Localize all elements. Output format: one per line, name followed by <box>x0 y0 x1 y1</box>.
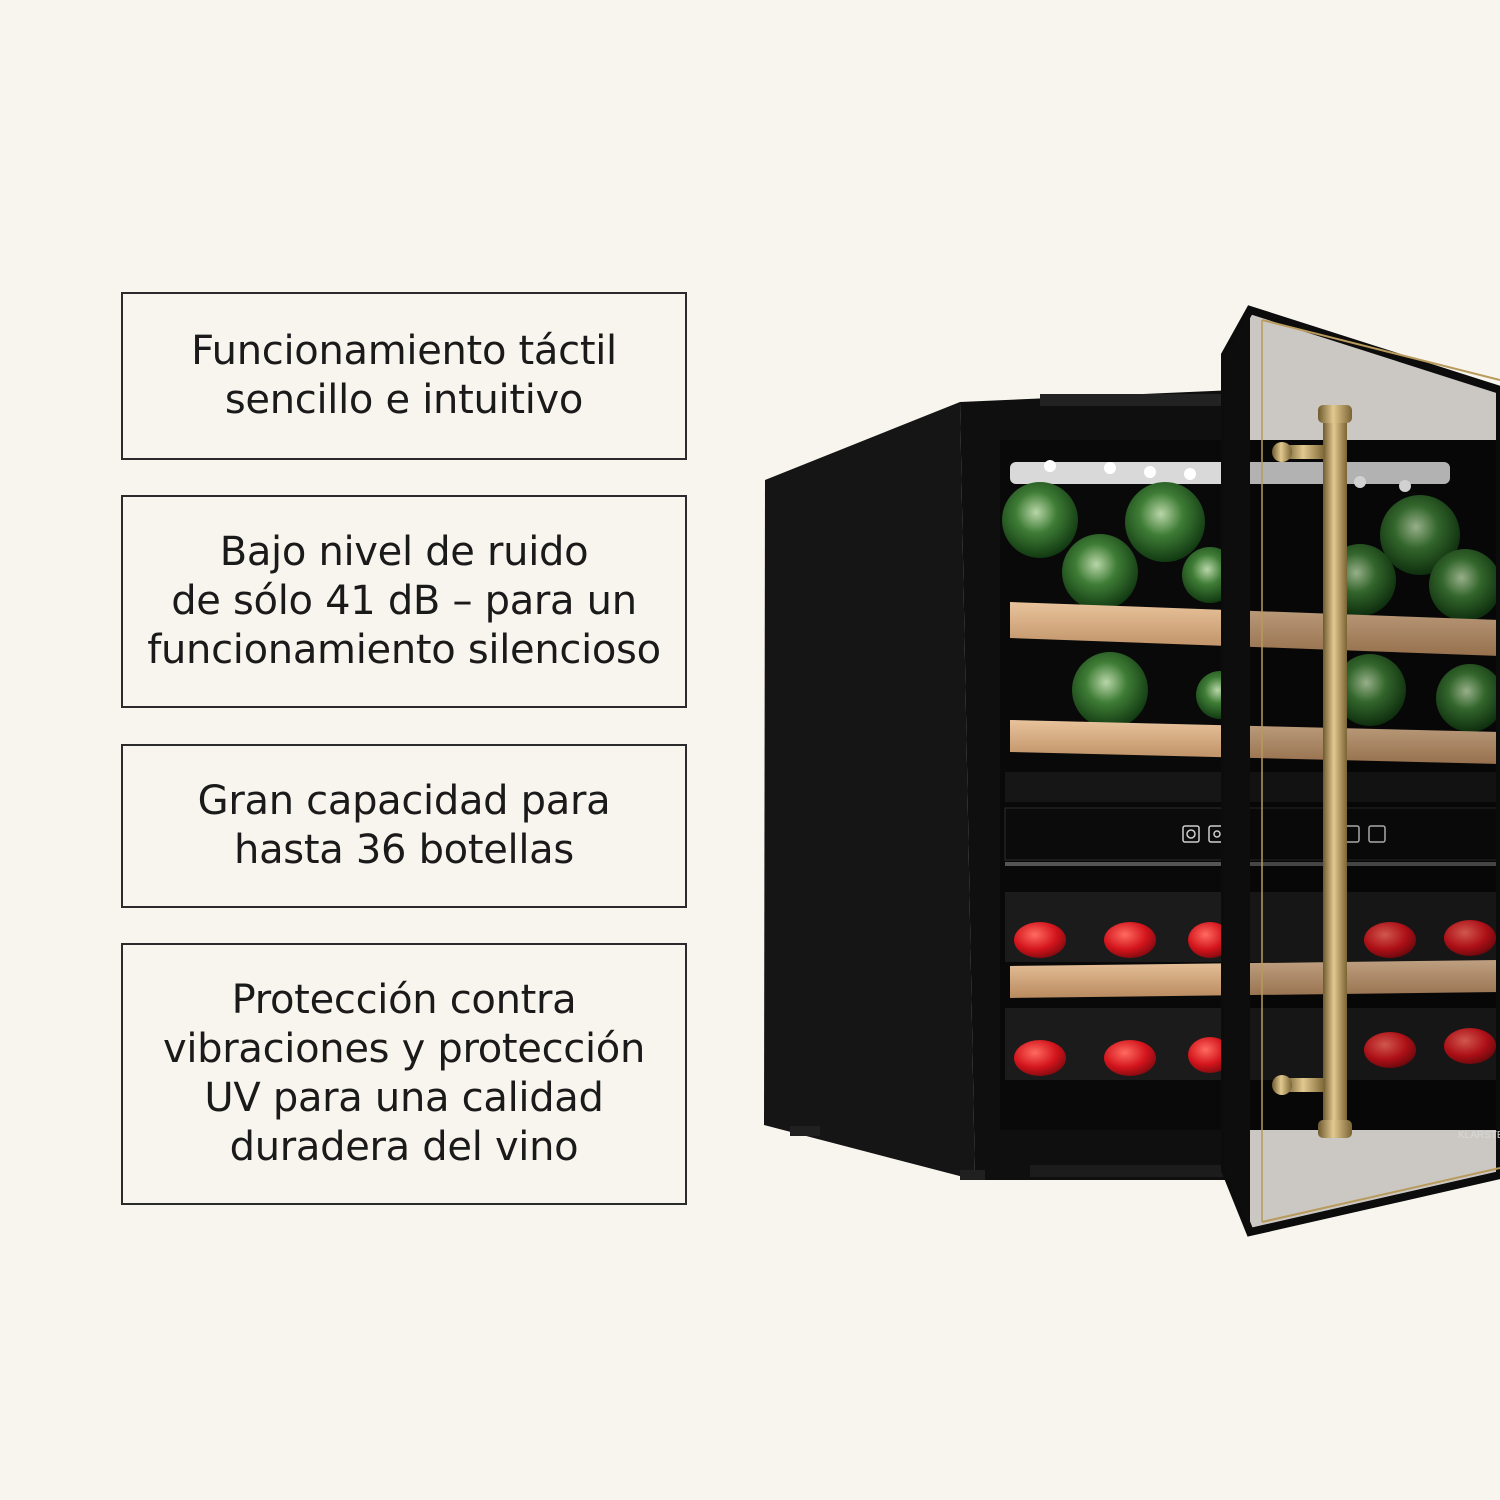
feature-box-vibration-uv-protection: Protección contra vibraciones y protecci… <box>121 943 687 1205</box>
feature-text: Protección contra vibraciones y protecci… <box>162 977 646 1170</box>
feature-text: Funcionamiento táctil sencillo e intuiti… <box>191 328 617 423</box>
gold-handle <box>1272 405 1352 1138</box>
wood-shelf <box>1010 602 1500 656</box>
feature-box-capacity: Gran capacidad para hasta 36 botellas <box>121 744 687 908</box>
cabinet-side <box>764 402 975 1180</box>
brand-logo: KLARSTEIN <box>1458 1130 1500 1141</box>
feature-text: Bajo nivel de ruido de sólo 41 dB – para… <box>147 529 661 673</box>
feature-box-touch-control: Funcionamiento táctil sencillo e intuiti… <box>121 292 687 460</box>
control-panel <box>1004 807 1500 861</box>
wine-fridge-illustration: KLARSTEIN <box>764 305 1500 1237</box>
red-bottles-lower <box>1005 892 1500 1080</box>
wood-shelf <box>1010 720 1500 764</box>
glass-door <box>1221 305 1500 1237</box>
wood-shelf <box>1010 960 1500 998</box>
feature-box-low-noise: Bajo nivel de ruido de sólo 41 dB – para… <box>121 495 687 708</box>
feature-text: Gran capacidad para hasta 36 botellas <box>197 778 611 873</box>
